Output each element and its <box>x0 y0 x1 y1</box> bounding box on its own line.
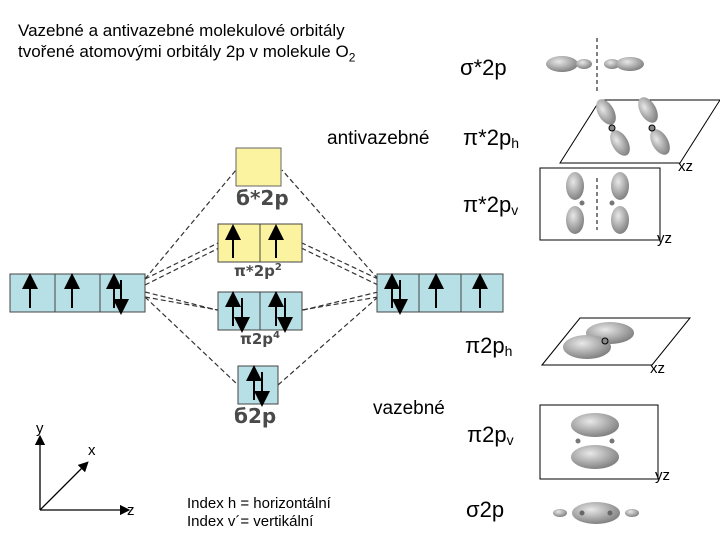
pi-star-h-orbital-picture <box>559 97 720 164</box>
axis-label-x: x <box>88 442 96 459</box>
orbital-pi-h: π2ph <box>465 333 513 359</box>
left-ao-box-1 <box>9 273 56 313</box>
electron-arrows <box>22 224 488 407</box>
plane-label-pi-star-h: xz <box>678 158 693 175</box>
correlation-lines <box>144 169 379 386</box>
orbital-pi-star-h: π*2ph <box>463 125 520 151</box>
title-line-2: tvořené atomovými orbitály 2p v molekule… <box>18 42 356 65</box>
index-note-h: Index h = horizontální <box>187 495 331 512</box>
axis-label-y: y <box>36 420 44 437</box>
pi-star-v-orbital-picture <box>539 167 661 241</box>
sigma-star-orbital-picture <box>546 38 644 92</box>
coordinate-axes <box>34 434 131 516</box>
right-ao-box-1 <box>376 273 420 313</box>
sigma-star-box <box>235 147 282 187</box>
mo-label-pi-star: π*2p2 <box>234 262 282 280</box>
title-subscript: 2 <box>348 50 356 65</box>
page-title: Vazebné a antivazebné molekulové orbitál… <box>18 20 355 68</box>
plane-label-pi-v: yz <box>655 467 670 484</box>
right-ao-box-3 <box>460 273 504 313</box>
right-ao-box-2 <box>418 273 462 313</box>
orbital-sigma: σ2p <box>466 497 505 522</box>
sigma-box <box>237 365 279 405</box>
left-ao-box-2 <box>54 273 101 313</box>
index-notes: Index h = horizontální Index v´= vertiká… <box>187 495 331 531</box>
pi-h-orbital-picture <box>540 317 692 366</box>
orbital-pi-v: π2pv <box>467 422 514 448</box>
axis-label-z: z <box>127 502 135 519</box>
plane-label-pi-star-v: yz <box>657 230 672 247</box>
left-ao-box-3 <box>99 273 146 313</box>
label-bonding: vazebné <box>373 398 445 419</box>
mo-label-sigma-star: б*2p <box>236 186 289 210</box>
mo-label-sigma: б2p <box>234 404 277 428</box>
mo-label-pi: π2p4 <box>240 330 281 348</box>
orbital-pi-star-v: π*2pv <box>463 192 519 218</box>
plane-label-pi-h: xz <box>650 360 665 377</box>
orbital-sigma-star: σ*2p <box>460 55 507 80</box>
label-antibonding: antivazebné <box>327 128 430 149</box>
sigma-orbital-picture <box>553 502 639 524</box>
pi-star-box-1 <box>217 223 261 263</box>
pi-v-orbital-picture <box>539 404 659 480</box>
pi-box-1 <box>217 291 261 331</box>
title-line-1: Vazebné a antivazebné molekulové orbitál… <box>18 21 345 40</box>
pi-star-box-2 <box>259 223 303 263</box>
pi-box-2 <box>259 291 303 331</box>
index-note-v: Index v´= vertikální <box>187 513 314 530</box>
